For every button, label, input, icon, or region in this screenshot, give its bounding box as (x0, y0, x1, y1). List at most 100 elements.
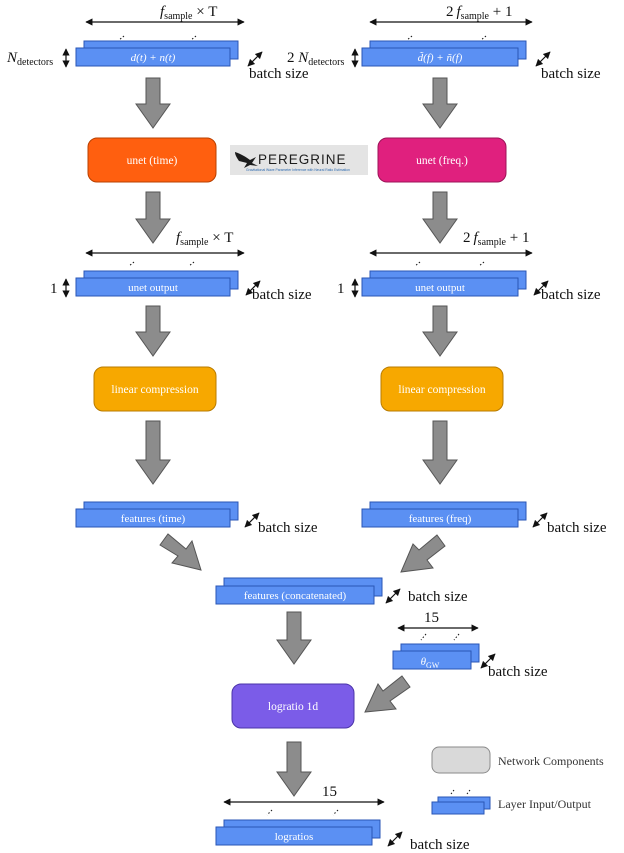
output-layer-front (215, 826, 373, 846)
left-unet-output-height-label: 1 (50, 281, 58, 297)
theta-batch-arrow (480, 653, 496, 669)
right-input-ellipsis-b (480, 35, 487, 41)
left-input-block: fsample × T d(t) + n(t) Ndetectors batch… (6, 4, 309, 82)
left-input-batch-arrow (247, 51, 263, 67)
features-time-label: features (time) (121, 513, 186, 525)
flow-arrow-diag-right (400, 534, 446, 573)
left-input-width-label: fsample × T (160, 4, 217, 22)
output-batch-label: batch size (410, 837, 470, 853)
features-concat-label: features (concatenated) (244, 590, 347, 602)
left-unet-output-layer-front (75, 277, 231, 297)
legend-ellipsis-a (450, 789, 455, 795)
legend-component-swatch (431, 746, 491, 774)
features-freq-label: features (freq) (409, 513, 472, 525)
flow-arrow-left-1 (135, 77, 171, 129)
right-input-layer-front (361, 47, 519, 67)
right-unet-output-ellipsis-a (414, 261, 421, 267)
peregrine-falcon-icon (235, 152, 258, 168)
features-time-block: features (time) batch size (75, 501, 318, 536)
flow-arrow-left-4 (135, 420, 171, 485)
unet-freq-component (377, 137, 507, 183)
right-unet-output-batch-label: batch size (541, 287, 601, 303)
output-ellipsis-b (332, 809, 339, 816)
features-concat-layer-front (215, 585, 375, 605)
left-input-height-label: Ndetectors (6, 50, 53, 68)
flow-arrow-diag-left (159, 533, 202, 571)
features-time-batch-arrow (244, 512, 260, 528)
features-time-layer-front (75, 508, 231, 528)
right-unet-output-layer-label: unet output (415, 282, 465, 294)
theta-ellipsis-a (420, 633, 427, 641)
legend-component-label: Network Components (498, 754, 604, 768)
features-freq-batch-label: batch size (547, 520, 607, 536)
right-input-layer-label: d̃(f) + ñ(f) (418, 51, 463, 64)
right-unet-output-layer-front (361, 277, 519, 297)
output-ellipsis-a (266, 809, 273, 816)
features-freq-batch-arrow (532, 512, 548, 528)
right-unet-output-height-label: 1 (337, 281, 345, 297)
right-input-batch-arrow (535, 51, 551, 67)
features-time-batch-label: batch size (258, 520, 318, 536)
theta-block: 15 θGW batch size (392, 610, 548, 680)
right-input-batch-label: batch size (541, 66, 601, 82)
flow-arrow-right-3 (422, 305, 458, 357)
output-batch-arrow (387, 831, 403, 847)
right-unet-output-batch-arrow (533, 280, 549, 296)
flow-arrow-left-2 (135, 191, 171, 244)
legend-layer-swatch-front (431, 801, 485, 815)
linear-compression-right-label: linear compression (398, 384, 485, 396)
left-unet-output-block: fsample × T unet output 1 batch size (50, 230, 312, 303)
linear-compression-left-label: linear compression (111, 384, 198, 396)
flow-arrow-right-4 (422, 420, 458, 485)
right-input-height-label: 2 Ndetectors (287, 50, 344, 68)
peregrine-logo: PEREGRINE Gravitational Wave Parameter I… (230, 145, 368, 175)
unet-freq-label: unet (freq.) (416, 155, 468, 167)
unet-time-component (87, 137, 217, 183)
flow-arrow-right-2 (422, 191, 458, 244)
left-unet-output-ellipsis-b (188, 261, 195, 267)
output-block: 15 logratios batch size (215, 784, 470, 853)
legend-ellipsis-b (466, 789, 471, 795)
flow-arrow-center-2 (276, 741, 312, 797)
flow-arrows (135, 77, 458, 797)
features-freq-layer-front (361, 508, 519, 528)
left-input-layer-label: d(t) + n(t) (131, 52, 176, 64)
features-freq-block: features (freq) batch size (361, 501, 607, 536)
theta-width-label: 15 (424, 610, 439, 626)
flow-arrow-theta (364, 675, 411, 713)
flow-arrow-center-1 (276, 611, 312, 665)
linear-compression-right-component (380, 366, 504, 412)
peregrine-logo-title: PEREGRINE (258, 152, 347, 167)
logratio-component (231, 683, 355, 729)
left-unet-output-batch-arrow (245, 280, 261, 296)
linear-compression-left-component (93, 366, 217, 412)
right-unet-output-ellipsis-b (478, 261, 485, 267)
left-unet-output-layer-label: unet output (128, 282, 178, 294)
theta-layer-label: θGW (421, 656, 440, 670)
output-width-label: 15 (322, 784, 337, 800)
left-input-batch-label: batch size (249, 66, 309, 82)
legend-layer-label: Layer Input/Output (498, 797, 592, 811)
theta-ellipsis-b (453, 633, 460, 641)
theta-batch-label: batch size (488, 664, 548, 680)
left-unet-output-batch-label: batch size (252, 287, 312, 303)
peregrine-logo-subtitle: Gravitational Wave Parameter Inference w… (246, 168, 350, 172)
left-input-layer-front (75, 47, 231, 67)
left-unet-output-ellipsis-a (128, 261, 135, 267)
left-unet-output-width-label: fsample × T (176, 230, 233, 248)
unet-time-label: unet (time) (127, 155, 178, 167)
features-concat-batch-arrow (385, 588, 401, 604)
left-input-ellipsis-b (190, 35, 197, 41)
features-concat-batch-label: batch size (408, 589, 468, 605)
legend: Network Components Layer Input/Output (431, 746, 604, 815)
right-input-ellipsis-a (406, 35, 413, 41)
flow-arrow-left-3 (135, 305, 171, 357)
features-concat-block: features (concatenated) batch size (215, 577, 468, 605)
output-layer-label: logratios (275, 831, 314, 843)
theta-layer-front (392, 650, 472, 670)
logratio-label: logratio 1d (268, 701, 318, 713)
